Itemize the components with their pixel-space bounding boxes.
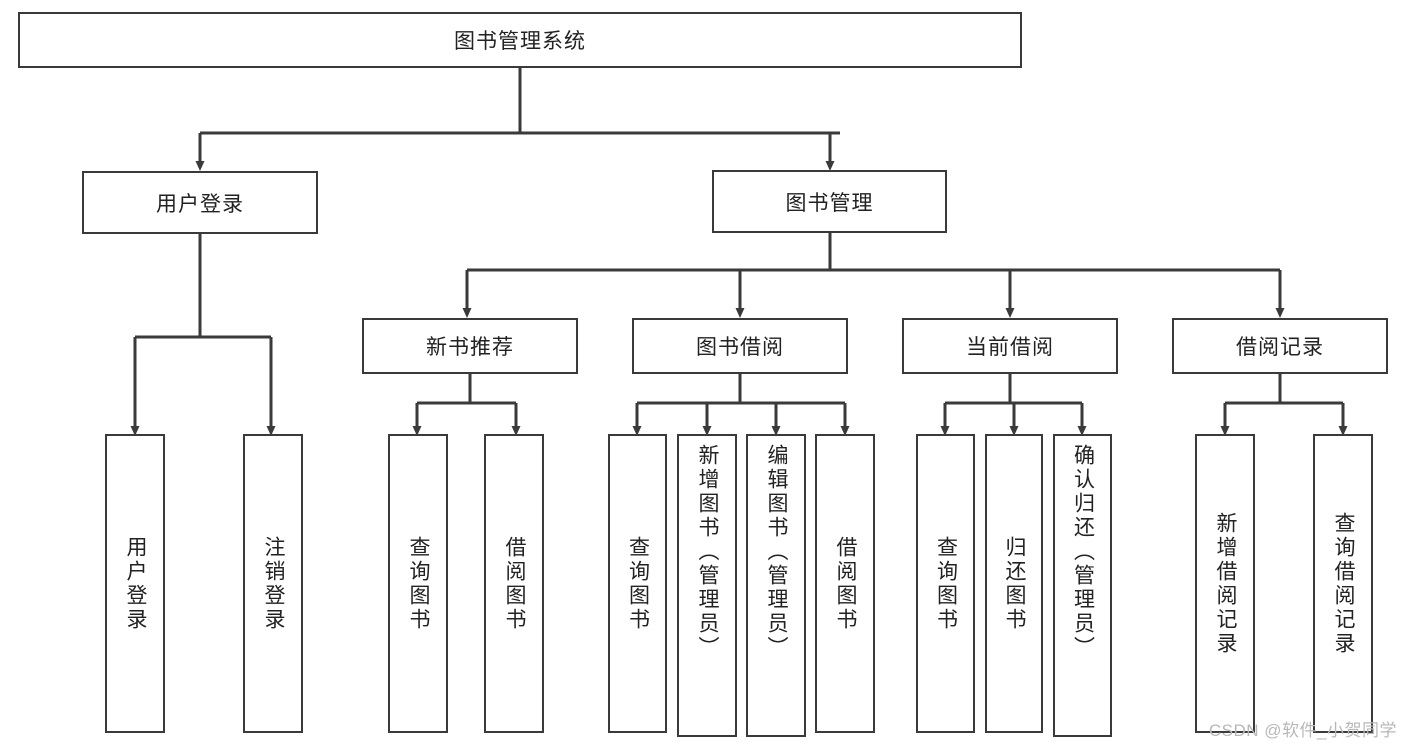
node-book-borrow[interactable]: 图书借阅 [632, 318, 848, 374]
node-user-login[interactable]: 用户登录 [82, 171, 318, 234]
node-book-borrow-label: 图书借阅 [696, 336, 784, 359]
leaf-query-book-recommend-label: 查询图书 [407, 535, 431, 632]
leaf-borrow-book-recommend[interactable]: 借阅图书 [484, 434, 544, 733]
leaf-logout-label: 注销登录 [262, 535, 286, 632]
leaf-add-book-admin-label: 新增图书（管理员） [696, 444, 720, 660]
leaf-return-book-label: 归还图书 [1003, 535, 1027, 632]
leaf-borrow-book-label: 借阅图书 [834, 535, 858, 632]
leaf-query-book-borrow-label: 查询图书 [626, 535, 650, 632]
leaf-add-book-admin[interactable]: 新增图书（管理员） [677, 434, 737, 737]
leaf-user-login-label: 用户登录 [124, 535, 148, 632]
leaf-edit-book-admin-label: 编辑图书（管理员） [765, 444, 789, 660]
node-new-book-recommend-label: 新书推荐 [426, 336, 514, 359]
leaf-add-borrow-record-label: 新增借阅记录 [1214, 511, 1238, 656]
node-borrow-records-label: 借阅记录 [1236, 336, 1324, 359]
leaf-add-borrow-record[interactable]: 新增借阅记录 [1195, 434, 1255, 733]
node-book-management[interactable]: 图书管理 [712, 170, 947, 233]
node-root-label: 图书管理系统 [454, 30, 586, 53]
leaf-query-book-recommend[interactable]: 查询图书 [388, 434, 448, 733]
leaf-confirm-return-admin[interactable]: 确认归还（管理员） [1053, 434, 1112, 737]
leaf-return-book[interactable]: 归还图书 [985, 434, 1043, 733]
node-user-login-label: 用户登录 [156, 192, 244, 216]
leaf-borrow-book-recommend-label: 借阅图书 [503, 535, 527, 632]
leaf-query-book-borrow[interactable]: 查询图书 [608, 434, 667, 733]
leaf-user-login[interactable]: 用户登录 [105, 434, 165, 733]
leaf-borrow-book[interactable]: 借阅图书 [815, 434, 875, 733]
leaf-query-borrow-record[interactable]: 查询借阅记录 [1313, 434, 1373, 733]
node-root[interactable]: 图书管理系统 [18, 12, 1022, 68]
leaf-edit-book-admin[interactable]: 编辑图书（管理员） [746, 434, 806, 737]
leaf-query-borrow-record-label: 查询借阅记录 [1332, 511, 1356, 656]
leaf-logout[interactable]: 注销登录 [243, 434, 303, 733]
node-borrow-records[interactable]: 借阅记录 [1172, 318, 1388, 374]
node-current-borrow-label: 当前借阅 [966, 336, 1054, 359]
leaf-query-book-current[interactable]: 查询图书 [916, 434, 975, 733]
node-current-borrow[interactable]: 当前借阅 [902, 318, 1118, 374]
node-book-management-label: 图书管理 [785, 191, 874, 215]
leaf-query-book-current-label: 查询图书 [934, 535, 958, 632]
leaf-confirm-return-admin-label: 确认归还（管理员） [1071, 444, 1095, 660]
node-new-book-recommend[interactable]: 新书推荐 [362, 318, 578, 374]
